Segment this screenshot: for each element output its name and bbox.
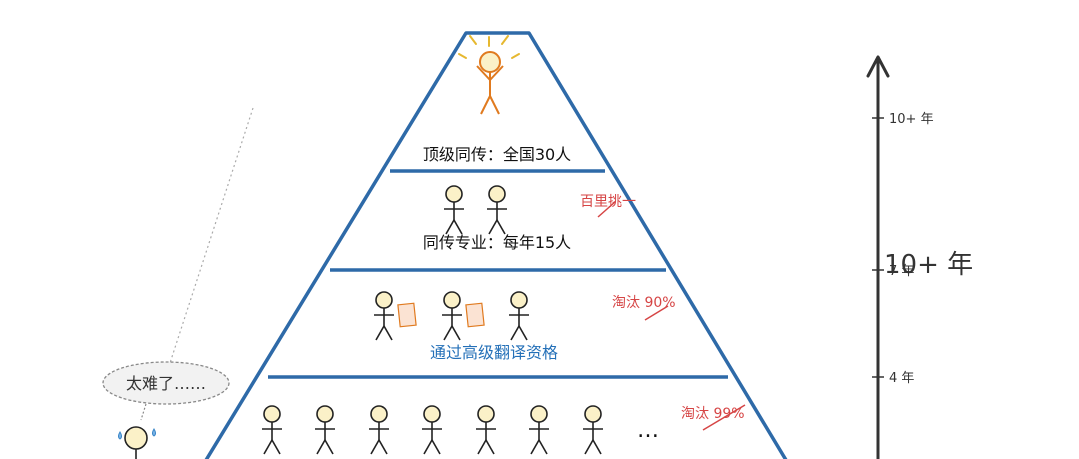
axis-arrow-icon bbox=[866, 55, 890, 78]
certificate-icon bbox=[397, 302, 417, 328]
person bbox=[486, 185, 508, 235]
person bbox=[373, 291, 395, 341]
bubble-tail bbox=[140, 403, 147, 421]
overlay-year-label: 10+ 年 bbox=[884, 250, 973, 280]
note-stroke bbox=[702, 404, 746, 431]
person bbox=[421, 405, 443, 455]
tick-label-4-years: 4 年 bbox=[889, 371, 914, 386]
tier-1-label: 顶级同传：全国30人 bbox=[423, 145, 571, 164]
sweat-drop-icon bbox=[152, 428, 156, 437]
struggling-person bbox=[118, 426, 156, 459]
person bbox=[475, 405, 497, 455]
person bbox=[582, 405, 604, 455]
speech-bubble bbox=[102, 361, 230, 405]
person bbox=[443, 185, 465, 235]
top-person bbox=[458, 35, 520, 115]
person bbox=[508, 291, 530, 341]
certificate-icon bbox=[465, 302, 485, 328]
person bbox=[528, 405, 550, 455]
tier-3-note: 淘汰 90% bbox=[612, 295, 676, 311]
person bbox=[441, 291, 463, 341]
tier-4-note: 淘汰 99% bbox=[681, 406, 745, 422]
note-stroke bbox=[644, 305, 669, 321]
sweat-drop-icon bbox=[118, 431, 122, 440]
tier-2-note: 百里挑一 bbox=[580, 194, 636, 210]
person bbox=[314, 405, 336, 455]
tier-2-label: 同传专业：每年15人 bbox=[423, 233, 571, 252]
speech-bubble-text: 太难了…… bbox=[126, 374, 206, 393]
tick-label-10-years: 10+ 年 bbox=[889, 112, 934, 127]
person bbox=[368, 405, 390, 455]
dotted-guide-line bbox=[169, 107, 254, 364]
person bbox=[261, 405, 283, 455]
more-people-ellipsis: … bbox=[637, 418, 659, 443]
tier-3-label: 通过高级翻译资格 bbox=[430, 343, 558, 362]
pyramid-outline bbox=[204, 31, 788, 459]
tick-label-7-years: 7 年 bbox=[889, 264, 914, 279]
note-stroke bbox=[597, 201, 616, 218]
